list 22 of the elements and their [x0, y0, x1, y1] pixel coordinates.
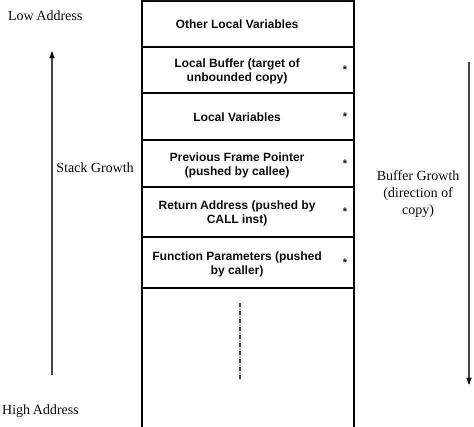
growth-label: Stack Growth: [55, 160, 135, 177]
asterisk-mark: *: [342, 158, 347, 170]
asterisk-mark: *: [342, 64, 347, 76]
growth-label: Buffer Growth (direction of copy): [376, 168, 460, 219]
address-label: High Address: [2, 402, 80, 419]
row-label: Function Parameters (pushed by caller): [151, 248, 323, 276]
asterisk-mark: *: [342, 110, 347, 122]
stack-frame-row: [141, 287, 355, 427]
stack-frame-row: [141, 46, 355, 94]
row-label: Local Buffer (target of unbounded copy): [173, 56, 301, 84]
address-label: Low Address: [8, 8, 84, 25]
row-label: Return Address (pushed by CALL inst): [158, 198, 316, 226]
row-label: Previous Frame Pointer (pushed by callee): [168, 150, 306, 178]
stack-frame-row: [141, 236, 355, 289]
row-label: Local Variables: [192, 110, 282, 124]
stack-frame-row: [141, 0, 355, 48]
stack-frame-row: [141, 92, 355, 141]
stack-frame-row: [141, 139, 355, 188]
row-label: Other Local Variables: [174, 17, 300, 31]
stack-frame-row: [141, 186, 355, 238]
asterisk-mark: *: [342, 256, 347, 268]
asterisk-mark: *: [342, 206, 347, 218]
